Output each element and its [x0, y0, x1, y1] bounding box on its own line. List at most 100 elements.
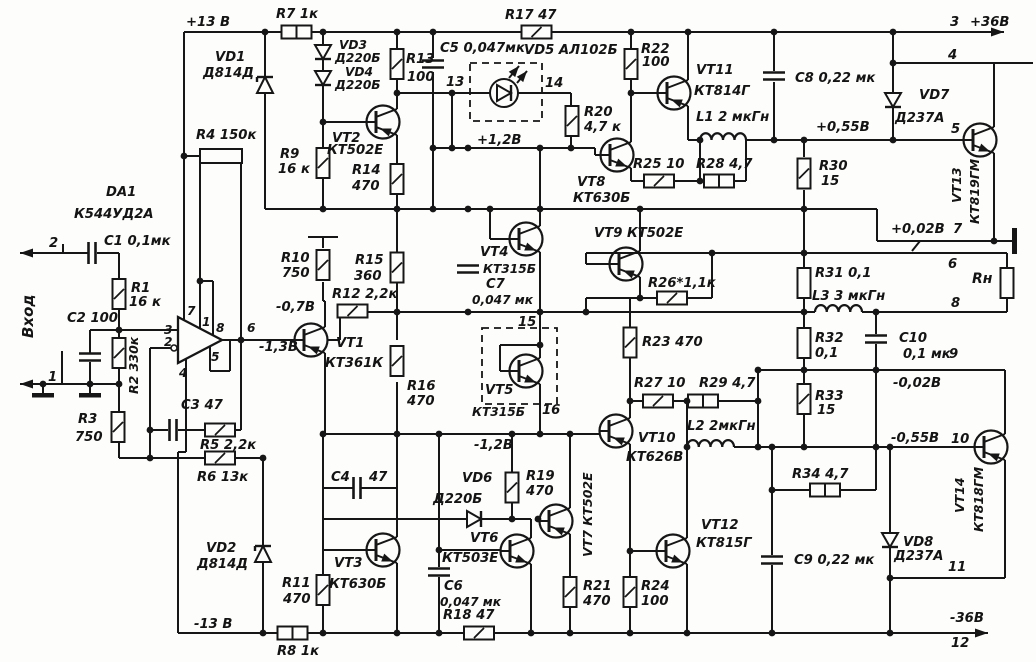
- junction-dot: [486, 205, 494, 213]
- label: КТ503Е: [442, 551, 498, 566]
- label: C6: [444, 579, 463, 594]
- junction-dot: [800, 366, 808, 374]
- junction-dot: [464, 308, 472, 316]
- label: 4: [947, 48, 957, 63]
- label: R8 1к: [277, 644, 320, 659]
- junction-dot: [872, 443, 880, 451]
- junction-dot: [393, 89, 401, 97]
- junction-dot: [115, 380, 123, 388]
- capacitor-C10: [865, 334, 887, 344]
- label: R7 1к: [276, 7, 319, 22]
- arrowhead-icon: [615, 158, 627, 167]
- transistor-VT1: [293, 322, 329, 358]
- label: Д220Б: [432, 492, 482, 507]
- junction-dot: [196, 277, 204, 285]
- junction-dot: [86, 380, 94, 388]
- label: +1,2В: [477, 133, 521, 148]
- label: 4,7 к: [583, 120, 622, 135]
- arrowhead-icon: [553, 527, 565, 536]
- inductors-layer: [685, 132, 864, 448]
- label: 6: [247, 321, 256, 335]
- label: R1: [131, 281, 150, 296]
- junction-dot: [567, 144, 575, 152]
- junction-dot: [684, 28, 692, 36]
- capacitor-C4: [352, 477, 362, 499]
- label: 13: [446, 75, 464, 90]
- label: 100: [641, 594, 669, 609]
- resistor-R19: [504, 471, 520, 504]
- label: L2 2мкГн: [687, 419, 756, 434]
- arrowhead-icon: [671, 554, 683, 563]
- junction-dot: [448, 89, 456, 97]
- junction-dot: [696, 177, 704, 185]
- label: C9 0,22 мк: [794, 553, 875, 568]
- label: 0,047 мк: [440, 595, 502, 609]
- label: 4: [178, 366, 187, 380]
- junction-dot: [393, 28, 401, 36]
- label: +0,02В: [891, 222, 945, 237]
- junction-dot: [889, 59, 897, 67]
- junction-dot: [527, 629, 535, 637]
- junction-dot: [768, 443, 776, 451]
- junction-dot: [770, 28, 778, 36]
- resistor-Rn: [999, 267, 1015, 299]
- junction-dot: [770, 136, 778, 144]
- label: VT3: [334, 556, 362, 571]
- label: КТ315Б: [472, 405, 525, 419]
- resistor-R28: [703, 173, 735, 189]
- label: R9: [280, 147, 299, 162]
- label: 15: [518, 315, 536, 330]
- inductor-L1: [698, 132, 748, 141]
- label: C4: [331, 470, 350, 485]
- label: R11: [282, 576, 311, 591]
- junction-dot: [237, 336, 245, 344]
- label: VT14: [952, 477, 967, 513]
- label: DA1: [106, 185, 136, 200]
- capacitor-C7: [457, 264, 479, 274]
- wire: [911, 240, 921, 252]
- label: Д220Б: [334, 78, 381, 92]
- diode-VD2: [253, 543, 273, 563]
- junction-dot: [889, 136, 897, 144]
- junction-dot: [261, 28, 269, 36]
- label: VT5: [485, 383, 513, 398]
- label: 2: [164, 335, 172, 349]
- resistor-R15: [389, 251, 405, 284]
- label: R17 47: [505, 8, 557, 23]
- resistor-R29: [687, 393, 719, 409]
- arrowhead-icon: [613, 437, 625, 446]
- label: 16: [542, 403, 560, 418]
- junction-dot: [393, 430, 401, 438]
- junction-dot: [464, 144, 472, 152]
- junction-dot: [429, 28, 437, 36]
- label: -0,55В: [891, 431, 939, 446]
- label: КТ819ГМ: [967, 158, 982, 224]
- resistor-R6: [204, 450, 236, 466]
- resistor-R5: [204, 422, 236, 438]
- diode-VD8: [880, 532, 900, 550]
- label: КТ626В: [626, 450, 683, 465]
- terminal-arrow-icon: [20, 248, 33, 258]
- resistor-R12: [336, 303, 369, 319]
- diode-VD5: [489, 78, 519, 108]
- label: 470: [282, 592, 311, 607]
- label: 750: [75, 430, 103, 445]
- resistor-R20: [564, 105, 580, 137]
- junction-dot: [566, 430, 574, 438]
- transistor-VT10: [598, 413, 634, 449]
- transistor-VT8: [599, 137, 635, 173]
- label: VD3: [339, 38, 367, 52]
- label: 15: [821, 174, 839, 189]
- resistor-R9: [315, 147, 331, 179]
- resistor-R32: [796, 327, 812, 359]
- resistor-R30: [796, 157, 812, 190]
- resistor-R18: [463, 625, 495, 641]
- junction-dot: [319, 430, 327, 438]
- resistor-R14: [389, 163, 405, 195]
- label: 3: [164, 323, 172, 337]
- junction-dot: [146, 454, 154, 462]
- label: R27 10: [634, 376, 685, 391]
- label: Д237А: [894, 111, 944, 126]
- junction-dot: [429, 144, 437, 152]
- junction-dot: [319, 629, 327, 637]
